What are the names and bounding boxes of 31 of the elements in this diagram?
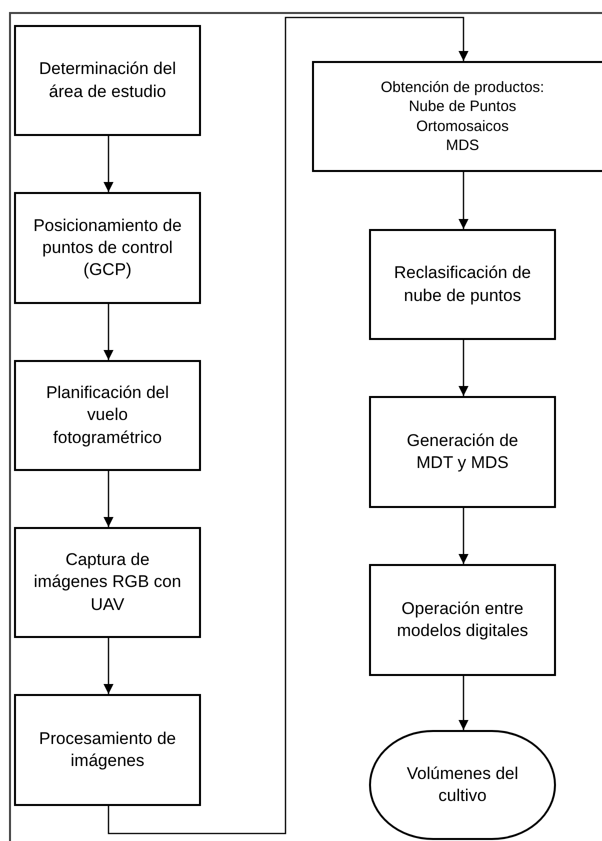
node-text: Obtención de productos: [380, 78, 544, 97]
node-text: Captura de imágenes RGB con UAV [32, 549, 182, 616]
process-box [369, 229, 556, 340]
node-text: Planificación del vuelo fotogramétrico [45, 382, 170, 449]
arrow [458, 676, 468, 730]
arrow [458, 508, 468, 564]
node-text: Nube de Puntos [408, 97, 516, 116]
process-box [14, 527, 201, 638]
process-box [312, 61, 602, 172]
process-box [369, 396, 556, 508]
arrow [108, 16, 468, 834]
arrow [104, 471, 114, 527]
node-text: Volúmenes del cultivo [406, 762, 520, 807]
process-box [14, 360, 201, 471]
node-text: Determinación del área de estudio [38, 58, 177, 102]
node-text: Generación de MDT y MDS [406, 430, 520, 474]
arrow [458, 340, 468, 396]
process-box [14, 25, 201, 136]
node-text: Reclasificación de nube de puntos [392, 262, 532, 306]
process-box [369, 564, 556, 676]
node-text: Ortomosaicos [416, 116, 509, 136]
process-box [14, 192, 201, 304]
arrow [104, 638, 114, 694]
node-text: Operación entre modelos digitales [396, 598, 530, 642]
node-text: Procesamiento de imágenes [38, 728, 178, 772]
process-box [14, 694, 201, 806]
arrow [104, 304, 114, 360]
node-text: MDS [446, 136, 480, 156]
node-text: Posicionamiento de puntos de control (GCP) [32, 214, 183, 282]
arrow [458, 172, 468, 229]
arrow [104, 136, 114, 192]
